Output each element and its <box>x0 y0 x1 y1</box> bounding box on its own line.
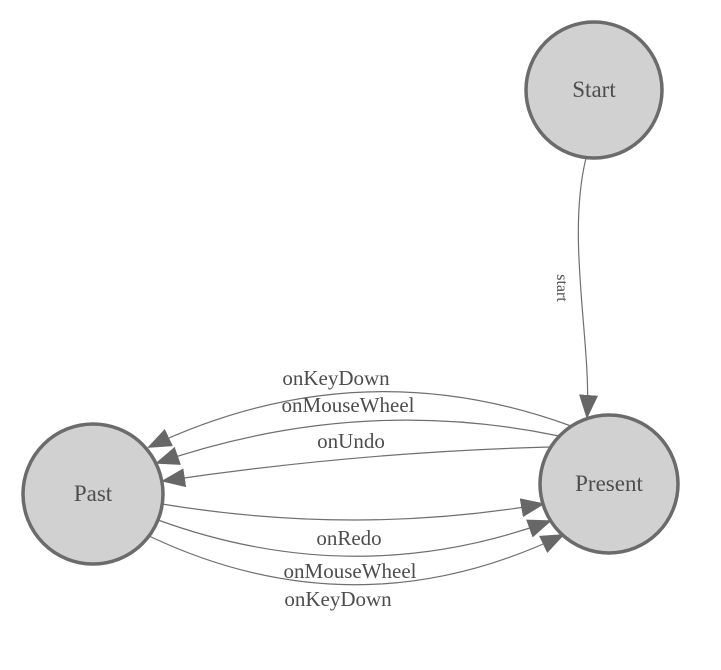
node-present: Present <box>538 413 680 555</box>
edge-label-onkeydown-top: onKeyDown <box>282 366 390 390</box>
node-start-label: Start <box>572 77 616 102</box>
edge-group <box>147 157 598 586</box>
node-group: Start Present Past <box>21 20 680 566</box>
node-past: Past <box>21 422 165 566</box>
node-past-circle <box>21 422 165 566</box>
node-past-label: Past <box>74 481 113 506</box>
edge-label-onkeydown-bottom: onKeyDown <box>284 587 392 611</box>
edge-label-onredo: onRedo <box>316 526 381 550</box>
edge-label-onmousewheel-bottom: onMouseWheel <box>284 559 417 583</box>
edge-label-group: start onKeyDown onMouseWheel onUndo onRe… <box>282 274 570 611</box>
edge-past-to-present-onredo <box>161 498 545 521</box>
edge-present-to-past-onmousewheel <box>155 419 560 465</box>
node-start-circle <box>524 20 664 160</box>
edge-past-to-present-onmousewheel <box>157 519 552 557</box>
edge-label-onmousewheel-top: onMouseWheel <box>282 393 415 417</box>
node-present-circle <box>538 413 680 555</box>
edge-label-start: start <box>553 274 570 302</box>
edge-past-to-present-onkeydown <box>148 534 565 586</box>
edge-start-to-present <box>577 157 598 419</box>
edge-label-onundo: onUndo <box>317 429 385 453</box>
node-start: Start <box>524 20 664 160</box>
edge-present-to-past-onkeydown <box>147 391 572 448</box>
edge-present-to-past-onundo <box>161 446 551 488</box>
node-present-label: Present <box>575 471 643 496</box>
